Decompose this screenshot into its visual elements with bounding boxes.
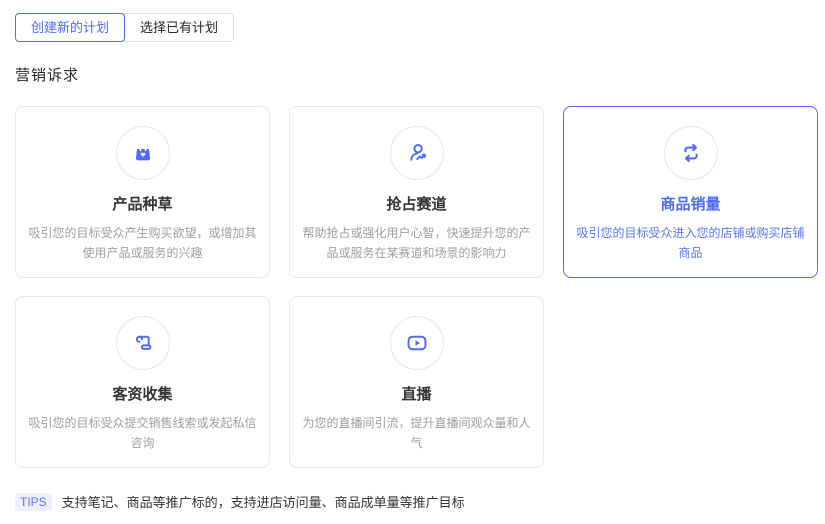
objective-card-live-streaming[interactable]: 直播 为您的直播间引流，提升直播间观众量和人气 bbox=[289, 296, 544, 468]
sync-icon bbox=[678, 140, 704, 166]
card-title: 直播 bbox=[401, 386, 432, 403]
user-growth-icon bbox=[404, 140, 430, 166]
objective-card-product-sales[interactable]: 商品销量 吸引您的目标受众进入您的店铺或购买店铺商品 bbox=[563, 106, 818, 278]
card-description: 为您的直播间引流，提升直播间观众量和人气 bbox=[302, 416, 531, 450]
card-description: 帮助抢占或强化用户心智，快速提升您的产品或服务在某赛道和场景的影响力 bbox=[302, 226, 531, 260]
objective-card-seize-track[interactable]: 抢占赛道 帮助抢占或强化用户心智，快速提升您的产品或服务在某赛道和场景的影响力 bbox=[289, 106, 544, 278]
bag-heart-icon bbox=[130, 140, 156, 166]
new-plan-page: 创建新的计划 选择已有计划 营销诉求 产品种草 吸引您的目标受众产生购买欲望，或… bbox=[15, 13, 825, 511]
card-title: 客资收集 bbox=[112, 386, 173, 403]
card-description: 吸引您的目标受众进入您的店铺或购买店铺商品 bbox=[576, 225, 805, 260]
card-description: 吸引您的目标受众提交销售线索或发起私信咨询 bbox=[28, 416, 257, 450]
card-title: 抢占赛道 bbox=[386, 196, 447, 213]
plan-mode-tabs: 创建新的计划 选择已有计划 bbox=[15, 13, 825, 42]
tips-badge: TIPS bbox=[15, 492, 52, 511]
tab-select-existing-plan[interactable]: 选择已有计划 bbox=[124, 13, 235, 42]
card-description: 吸引您的目标受众产生购买欲望，或增加其使用产品或服务的兴趣 bbox=[28, 226, 257, 260]
card-title: 商品销量 bbox=[660, 195, 721, 213]
live-video-icon bbox=[404, 330, 430, 356]
tips-text: 支持笔记、商品等推广标的，支持进店访问量、商品成单量等推广目标 bbox=[61, 495, 465, 510]
card-title: 产品种草 bbox=[112, 196, 173, 213]
scroll-icon bbox=[130, 330, 156, 356]
tab-create-new-plan[interactable]: 创建新的计划 bbox=[15, 13, 126, 42]
objective-card-product-seeding[interactable]: 产品种草 吸引您的目标受众产生购买欲望，或增加其使用产品或服务的兴趣 bbox=[15, 106, 270, 278]
tips-row: TIPS 支持笔记、商品等推广标的，支持进店访问量、商品成单量等推广目标 bbox=[15, 492, 825, 511]
objective-card-lead-collection[interactable]: 客资收集 吸引您的目标受众提交销售线索或发起私信咨询 bbox=[15, 296, 270, 468]
section-title-marketing-objective: 营销诉求 bbox=[15, 67, 80, 84]
objective-cards: 产品种草 吸引您的目标受众产生购买欲望，或增加其使用产品或服务的兴趣 抢占赛道 … bbox=[15, 106, 818, 468]
